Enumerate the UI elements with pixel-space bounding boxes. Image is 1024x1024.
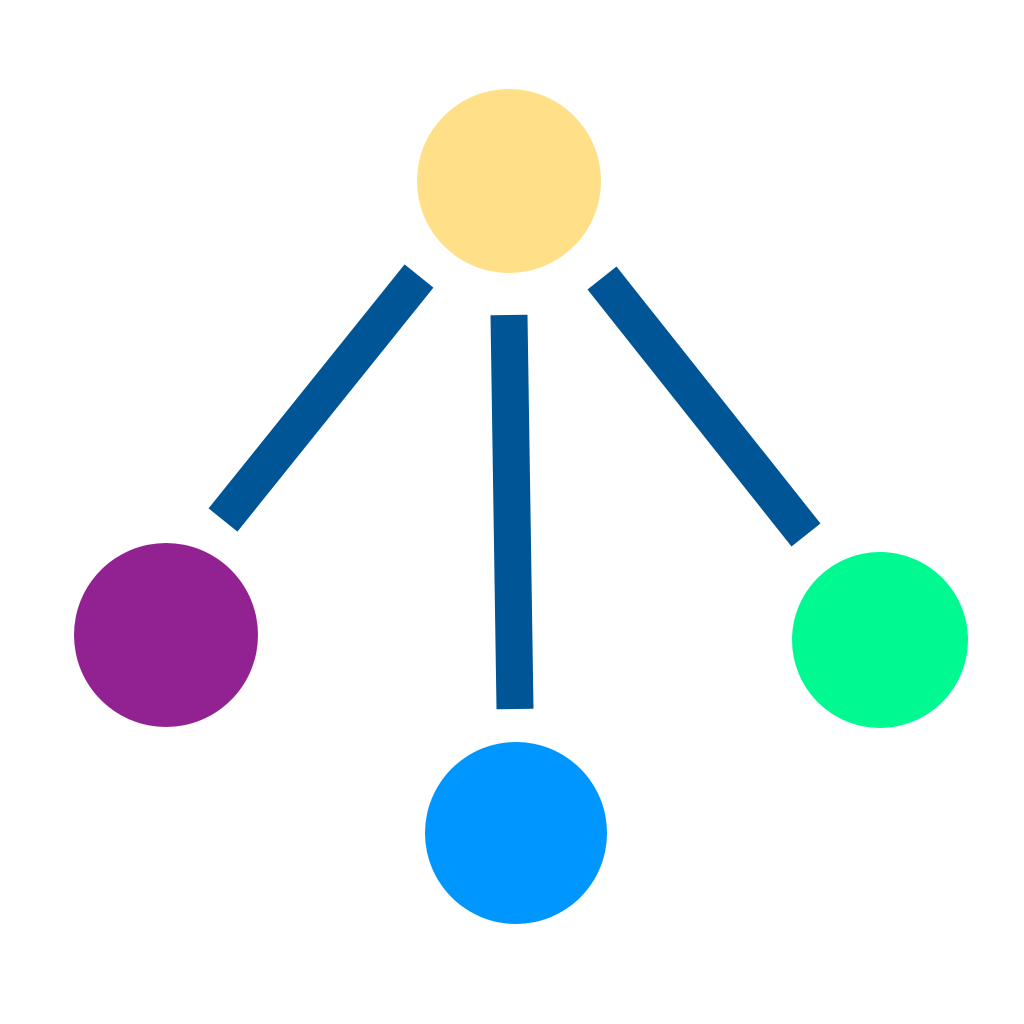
- root-node: [417, 89, 601, 273]
- edge-root-middle: [490, 314, 534, 710]
- middle-node: [425, 742, 607, 924]
- right-node: [792, 552, 968, 728]
- edge-root-left: [208, 264, 434, 532]
- left-node: [74, 543, 258, 727]
- edge-root-right: [587, 266, 821, 547]
- nodes-layer: [74, 89, 968, 924]
- edges-layer: [208, 264, 821, 710]
